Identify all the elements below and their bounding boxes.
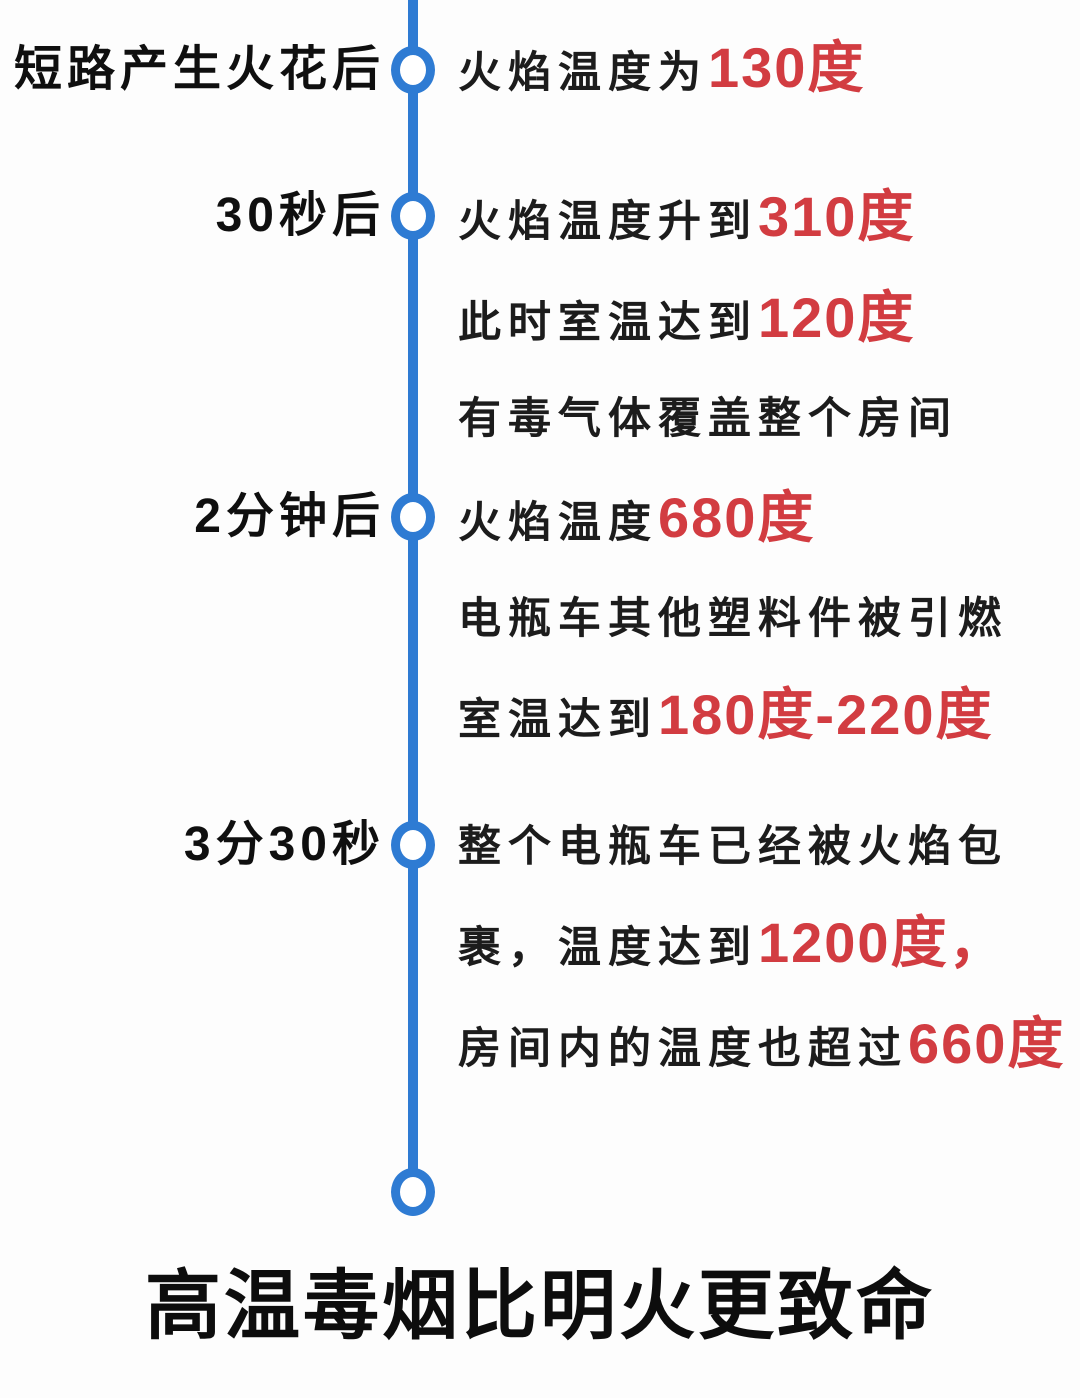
timeline-node-1 [391,46,435,94]
detail-line: 火焰温度升到310度 [458,174,1073,275]
detail-line: 火焰温度680度 [458,475,1073,576]
temperature-highlight: 660度 [908,1012,1066,1075]
event-detail-3min30s: 整个电瓶车已经被火焰包裹，温度达到1200度，房间内的温度也超过660度 [458,804,1073,1102]
detail-text: 有毒气体覆盖整个房间 [458,395,958,443]
footer-title: 高温毒烟比明火更致命 [145,1264,935,1349]
detail-text: 电瓶车其他塑料件被引燃 [458,595,1008,643]
timeline-node-4 [391,821,435,869]
detail-text: 火焰温度升到 [458,198,758,246]
detail-text: 此时室温达到 [458,299,758,347]
detail-line: 电瓶车其他塑料件被引燃 [458,576,1073,672]
temperature-highlight: 1200度， [758,911,1007,974]
time-label-30s: 30秒后 [215,189,385,242]
timeline-node-5 [391,1168,435,1216]
temperature-highlight: 680度 [658,486,816,549]
detail-line: 室温达到180度-220度 [458,672,1073,773]
event-detail-2min: 火焰温度680度电瓶车其他塑料件被引燃室温达到180度-220度 [458,475,1073,773]
detail-text: 房间内的温度也超过 [458,1025,908,1073]
timeline-node-2 [391,192,435,240]
detail-line: 房间内的温度也超过660度 [458,1001,1073,1102]
detail-text: 火焰温度 [458,499,658,547]
time-label-2min: 2分钟后 [194,490,385,543]
detail-line: 裹，温度达到1200度， [458,900,1073,1001]
detail-text: 火焰温度为 [458,49,708,97]
timeline-node-3 [391,493,435,541]
detail-line: 有毒气体覆盖整个房间 [458,376,1073,472]
temperature-highlight: 130度 [708,36,866,99]
timeline-line [408,0,418,1170]
detail-line: 火焰温度为130度 [458,25,1073,126]
time-label-short-circuit: 短路产生火花后 [13,43,385,96]
event-detail-30s: 火焰温度升到310度此时室温达到120度有毒气体覆盖整个房间 [458,174,1073,472]
temperature-highlight: 180度-220度 [658,683,994,746]
detail-text: 裹，温度达到 [458,924,758,972]
detail-line: 整个电瓶车已经被火焰包 [458,804,1073,900]
event-detail-short-circuit: 火焰温度为130度 [458,25,1073,126]
temperature-highlight: 310度 [758,185,916,248]
time-label-3min30s: 3分30秒 [183,818,385,871]
detail-line: 此时室温达到120度 [458,275,1073,376]
detail-text: 整个电瓶车已经被火焰包 [458,823,1008,871]
detail-text: 室温达到 [458,696,658,744]
temperature-highlight: 120度 [758,286,916,349]
